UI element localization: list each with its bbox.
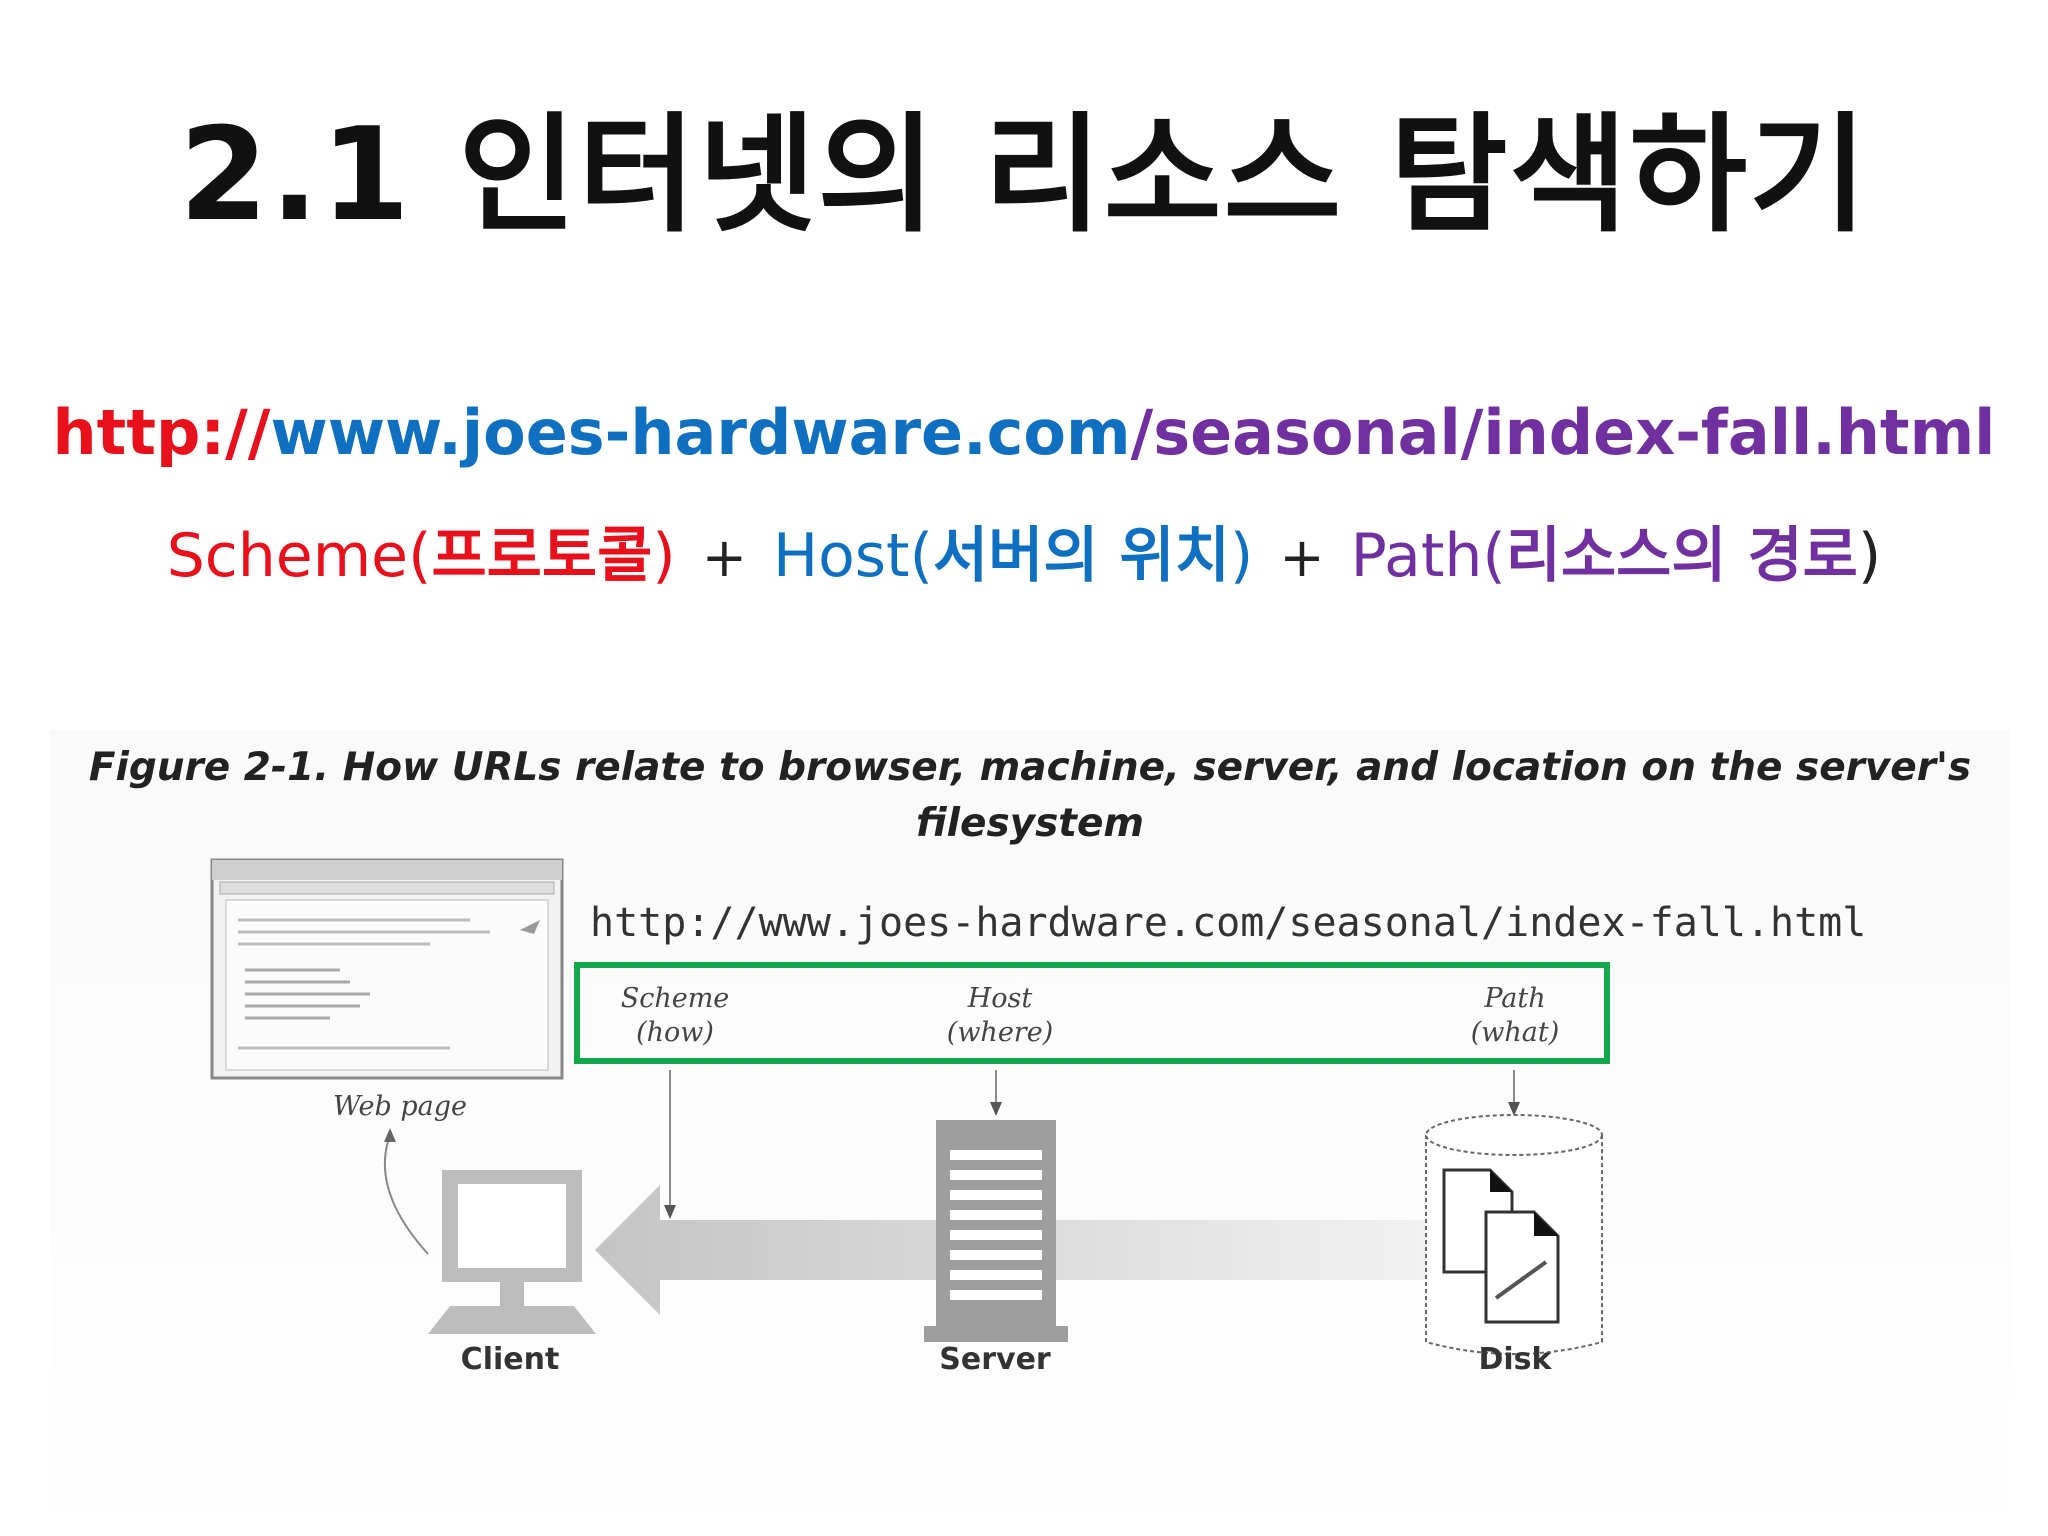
server-label: Server bbox=[939, 1342, 1051, 1377]
figure-url-text: http://www.joes-hardware.com/seasonal/in… bbox=[590, 900, 1867, 946]
diagram-graphics bbox=[210, 858, 1603, 1355]
web-page-browser-window-icon bbox=[210, 858, 564, 1080]
url-diagram-figure: Figure 2-1. How URLs relate to browser, … bbox=[50, 730, 2010, 1510]
url-parts-highlight-box bbox=[574, 962, 1610, 1064]
scheme-part-korean: 프로토콜 bbox=[431, 521, 653, 591]
path-part-label: Path( bbox=[1350, 521, 1506, 591]
url-parts-explanation: Scheme(프로토콜)+Host(서버의 위치)+Path(리소스의 경로) bbox=[0, 526, 2048, 586]
path-label-text: Path bbox=[1484, 983, 1546, 1014]
path-label: Path (what) bbox=[1460, 982, 1570, 1050]
host-label: Host (where) bbox=[940, 982, 1060, 1050]
host-label-text: Host bbox=[967, 983, 1033, 1014]
scheme-part-label: Scheme( bbox=[166, 521, 432, 591]
server-icon bbox=[924, 1120, 1068, 1342]
plus-sign: + bbox=[1279, 526, 1325, 589]
url-scheme: http:// bbox=[52, 396, 271, 469]
scheme-label-sub: (how) bbox=[636, 1017, 714, 1048]
host-part-korean: 서버의 위치 bbox=[933, 521, 1230, 591]
figure-caption-line1: Figure 2-1. How URLs relate to browser, … bbox=[88, 745, 1972, 790]
path-part-korean: 리소스의 경로 bbox=[1505, 521, 1858, 591]
disk-icon bbox=[1425, 1114, 1603, 1355]
client-label: Client bbox=[460, 1342, 560, 1377]
figure-caption-line2: filesystem bbox=[915, 801, 1145, 846]
path-part-close: ) bbox=[1857, 521, 1882, 591]
client-to-webpage-arrow bbox=[383, 1134, 429, 1255]
figure-caption: Figure 2-1. How URLs relate to browser, … bbox=[50, 740, 2010, 852]
url-host: www.joes-hardware.com bbox=[270, 396, 1131, 469]
host-part-close: ) bbox=[1229, 521, 1254, 591]
path-label-sub: (what) bbox=[1470, 1017, 1560, 1048]
host-part-label: Host( bbox=[772, 521, 933, 591]
web-page-label: Web page bbox=[332, 1091, 468, 1122]
slide-title: 2.1 인터넷의 리소스 탐색하기 bbox=[179, 101, 1869, 250]
scheme-label: Scheme (how) bbox=[620, 982, 730, 1050]
client-computer-icon bbox=[428, 1170, 596, 1334]
disk-label: Disk bbox=[1478, 1342, 1552, 1377]
example-url: http://www.joes-hardware.com/seasonal/in… bbox=[0, 402, 2048, 464]
host-label-sub: (where) bbox=[946, 1017, 1054, 1048]
url-path: /seasonal/index-fall.html bbox=[1130, 396, 1996, 469]
scheme-label-text: Scheme bbox=[620, 983, 730, 1014]
scheme-part-close: ) bbox=[652, 521, 676, 591]
plus-sign: + bbox=[701, 526, 747, 589]
